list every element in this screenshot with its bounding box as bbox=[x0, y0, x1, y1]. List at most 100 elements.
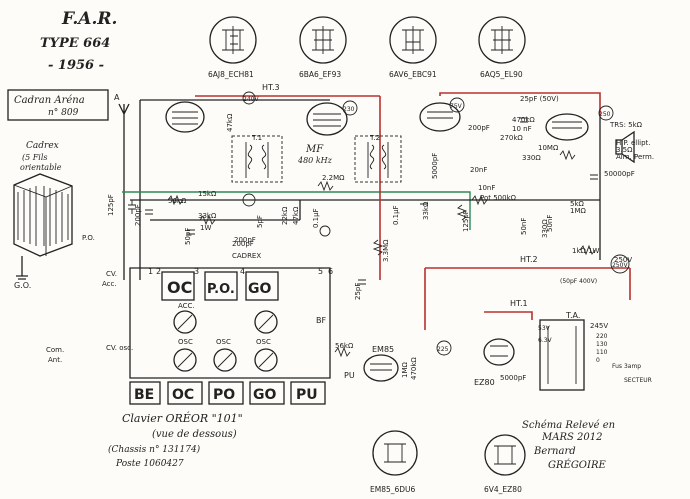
keyboard-switch-block bbox=[129, 267, 331, 379]
mains-voltage-label: 245V bbox=[590, 322, 608, 330]
component-label: 250V bbox=[614, 256, 632, 264]
switch-terminal-number: 4 bbox=[240, 267, 245, 276]
secondary-voltage-label: 6.3V bbox=[538, 337, 553, 344]
resistor-symbol bbox=[317, 180, 334, 192]
component-label: 33kΩ bbox=[422, 201, 430, 220]
component-label: 25pF (50V) bbox=[520, 95, 559, 103]
key-go: GO bbox=[249, 381, 285, 405]
component-label: 47kΩ bbox=[292, 206, 300, 225]
component-label: H.P. ellipt. bbox=[616, 139, 651, 147]
key-be: BE bbox=[129, 381, 161, 405]
svg-text:OC: OC bbox=[167, 278, 192, 297]
component-label: 50pF bbox=[184, 228, 192, 245]
component-label: 1MΩ bbox=[401, 362, 409, 378]
transformer-t2-label: T.2 bbox=[369, 134, 380, 142]
svg-text:P.O.: P.O. bbox=[207, 282, 235, 297]
component-label: 125pF bbox=[462, 210, 470, 232]
author-first-name: Bernard bbox=[533, 446, 576, 457]
component-label: 330Ω bbox=[522, 154, 541, 162]
tube-symbol-6ba6 bbox=[306, 102, 348, 136]
capacitor-symbol bbox=[520, 117, 528, 123]
node-label: 230 bbox=[343, 106, 355, 113]
speaker-symbol bbox=[615, 130, 635, 164]
resistor-symbol bbox=[334, 346, 351, 358]
svg-text:BE: BE bbox=[134, 387, 154, 403]
cv-acc-label-2: Acc. bbox=[102, 280, 117, 288]
capacitor-symbol bbox=[128, 200, 136, 214]
component-label: 200pF bbox=[234, 236, 256, 244]
key-po: PO bbox=[208, 381, 244, 405]
component-label: 3.3MΩ bbox=[382, 239, 390, 262]
svg-text:PO: PO bbox=[213, 387, 235, 403]
brand-title: F.A.R. bbox=[61, 9, 117, 29]
tube-label-6av6: 6AV6_EBC91 bbox=[389, 70, 437, 79]
resistor-symbol bbox=[372, 239, 384, 256]
view-caption: (vue de dessous) bbox=[152, 429, 237, 440]
transformer-t1-label: T.1 bbox=[251, 134, 262, 142]
tube-pinout-6ba6: 6BA6_EF93 bbox=[299, 16, 347, 79]
dial-label-box bbox=[7, 89, 109, 121]
node-marker bbox=[242, 193, 256, 207]
ht1-label: HT.1 bbox=[510, 299, 528, 308]
switch-terminal-number: 5 bbox=[318, 267, 323, 276]
capacitor-symbol bbox=[187, 229, 195, 235]
switch-terminal-number: 2 bbox=[156, 267, 161, 276]
resistor-symbol bbox=[579, 244, 596, 256]
component-label: 56kΩ bbox=[168, 197, 187, 205]
component-label: 470kΩ bbox=[410, 357, 418, 380]
node-marker bbox=[449, 97, 465, 113]
component-label: 15kΩ bbox=[198, 190, 217, 198]
component-label: 5000pF bbox=[431, 153, 439, 179]
component-label: TRS: 5kΩ bbox=[609, 121, 643, 129]
mains-label: SECTEUR bbox=[624, 377, 652, 384]
resistor-symbol bbox=[456, 204, 468, 221]
component-label: 10 nF bbox=[512, 125, 532, 133]
tube-pinout-6aq5: 6AQ5_EL90 bbox=[478, 16, 526, 79]
component-label: 10MΩ bbox=[538, 144, 559, 152]
node-label: 225 bbox=[437, 346, 449, 353]
bus-label-ht3: HT.3 bbox=[262, 83, 280, 92]
svg-text:PU: PU bbox=[296, 387, 318, 403]
model-type: TYPE 664 bbox=[40, 36, 110, 51]
component-label: 22kΩ bbox=[281, 206, 289, 225]
switch-key-po: P.O. bbox=[204, 271, 238, 301]
cadrex-label: CADREX bbox=[232, 252, 261, 260]
resistor-symbol bbox=[471, 194, 488, 206]
tube-symbol-6av6 bbox=[419, 102, 461, 132]
component-label: Pot 500kΩ bbox=[480, 194, 517, 202]
component-label: 2.2MΩ bbox=[322, 174, 345, 182]
component-label: 270kΩ bbox=[500, 134, 523, 142]
component-label: 56kΩ bbox=[335, 342, 354, 350]
osc-label: OSC bbox=[256, 338, 271, 346]
model-year: - 1956 - bbox=[48, 58, 104, 73]
keyboard-caption: Clavier ORÉOR "101" bbox=[122, 411, 243, 425]
filter-cap-label: 5000pF bbox=[500, 374, 526, 382]
tube-symbol-6aq5 bbox=[545, 113, 589, 141]
tube-label-6v4: 6V4_EZ80 bbox=[484, 485, 522, 494]
component-label: 0.1µF bbox=[312, 208, 320, 228]
secondary-voltage-label: 53V bbox=[538, 325, 551, 332]
component-label: 200pF bbox=[134, 204, 142, 226]
po-tag-label: P.O. bbox=[82, 234, 95, 242]
tube-pinout-6aj8: 6AJ8_ECH81 bbox=[208, 16, 257, 79]
component-label: 5pF bbox=[256, 215, 264, 228]
svg-text:GO: GO bbox=[253, 387, 276, 403]
component-label: 0.1µF bbox=[392, 205, 400, 225]
component-label: 25pF bbox=[354, 283, 362, 300]
node-marker bbox=[436, 340, 452, 356]
mains-voltage-label: 130 bbox=[596, 341, 608, 348]
component-label: 50000pF bbox=[604, 170, 635, 178]
coil-label-line3: orientable bbox=[20, 163, 62, 172]
mains-voltage-label: 220 bbox=[596, 333, 608, 340]
antenna-label: A bbox=[114, 93, 120, 102]
node-marker bbox=[319, 225, 331, 237]
ferrite-coil-block bbox=[13, 173, 73, 257]
node-label: 250 bbox=[599, 111, 611, 118]
author-last-name: GRÉGOIRE bbox=[548, 459, 606, 471]
component-label: 1W bbox=[200, 224, 211, 232]
power-transformer bbox=[539, 319, 585, 391]
component-label: 330Ω bbox=[541, 219, 549, 238]
bus-label-ht2: HT.2 bbox=[520, 255, 538, 264]
